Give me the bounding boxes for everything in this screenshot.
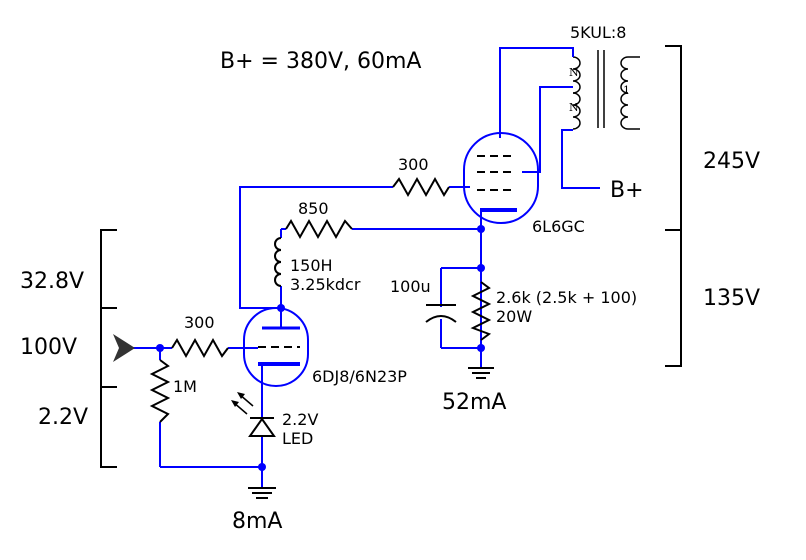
input-voltage-bracket — [100, 229, 117, 468]
input-current-label: 8mA — [232, 509, 282, 534]
grid-resistor-300-label: 300 — [398, 155, 429, 174]
feedback-resistor-label: 850 — [298, 199, 329, 218]
output-current-label: 52mA — [442, 390, 506, 415]
voltage-100-label: 100V — [20, 335, 77, 360]
input-ground-icon — [248, 487, 276, 499]
output-transformer — [572, 50, 640, 130]
turns-n1-label: N — [569, 66, 579, 79]
input-resistor-label: 1M — [173, 377, 197, 396]
output-grid-resistor — [392, 176, 450, 198]
cathode-resistor-power-label: 20W — [496, 307, 532, 326]
choke-dcr-label: 3.25kdcr — [290, 275, 361, 294]
output-ground-icon — [468, 367, 494, 379]
led-voltage-label: 2.2V — [282, 410, 318, 429]
capacitor-label: 100u — [390, 277, 431, 296]
input-resistor — [149, 359, 171, 423]
cathode-capacitor — [425, 304, 457, 323]
bplus-label: B+ — [610, 178, 644, 203]
voltage-2-2-label: 2.2V — [38, 405, 88, 430]
cathode-resistor-label: 2.6k (2.5k + 100) — [496, 288, 637, 307]
voltage-245-label: 245V — [703, 149, 760, 174]
output-tube — [463, 132, 539, 224]
driver-tube-label: 6DJ8/6N23P — [312, 367, 407, 386]
bplus-spec-label: B+ = 380V, 60mA — [220, 49, 421, 74]
transformer-label: 5KUL:8 — [570, 23, 626, 42]
voltage-135-label: 135V — [703, 286, 760, 311]
output-voltage-bracket — [665, 45, 682, 367]
turns-secondary-label: 1 — [623, 84, 630, 97]
choke-label: 150H — [290, 256, 333, 275]
cathode-resistor — [470, 281, 492, 341]
input-grid-resistor — [171, 337, 229, 359]
output-tube-label: 6L6GC — [532, 217, 585, 236]
wiring — [131, 47, 600, 488]
feedback-resistor — [285, 218, 353, 240]
input-grid-resistor-label: 300 — [184, 313, 215, 332]
junction-dots — [156, 225, 485, 471]
input-arrow-icon — [113, 334, 135, 362]
bias-led — [231, 392, 276, 437]
led-label: LED — [282, 429, 313, 448]
turns-n2-label: N — [569, 101, 579, 114]
choke-inductor — [274, 237, 282, 287]
voltage-32-8-label: 32.8V — [20, 269, 84, 294]
